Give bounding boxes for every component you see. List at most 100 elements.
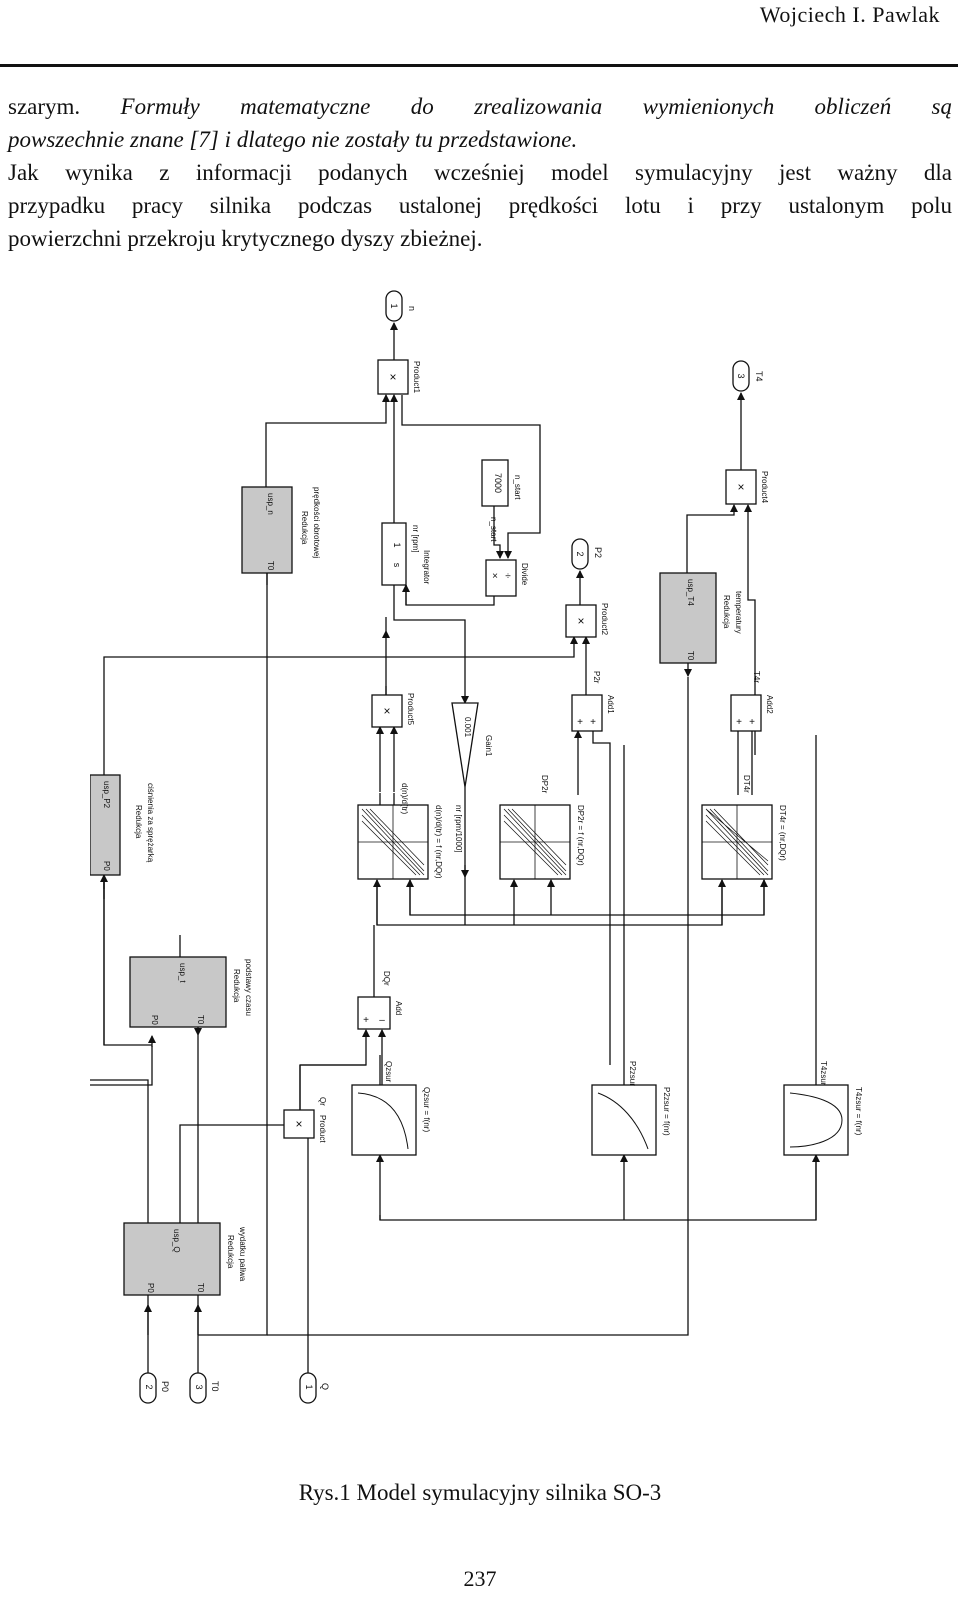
svg-text:wydatku paliwa: wydatku paliwa xyxy=(238,1226,247,1282)
svg-text:T4zsur: T4zsur xyxy=(819,1061,828,1086)
svg-text:usp_T4: usp_T4 xyxy=(686,579,695,606)
svg-text:P0: P0 xyxy=(146,1283,155,1293)
svg-text:T4zsur = f(nr): T4zsur = f(nr) xyxy=(854,1087,863,1136)
svg-text:n: n xyxy=(407,306,417,311)
svg-text:3: 3 xyxy=(194,1384,204,1389)
svg-text:Qr: Qr xyxy=(318,1097,327,1106)
svg-text:+: + xyxy=(577,717,583,728)
lookup-table-dt4r: DT4r DT4r = (nr,DQr) xyxy=(701,775,787,880)
paragraph-2-line-2: przypadku pracy silnika podczas ustalone… xyxy=(8,193,952,218)
svg-text:P0: P0 xyxy=(102,861,111,871)
svg-text:+: + xyxy=(363,1015,369,1026)
svg-text:temperatury: temperatury xyxy=(734,591,743,634)
svg-text:nr [rpm/1000]: nr [rpm/1000] xyxy=(454,805,463,853)
inport-p0: 2 P0 xyxy=(139,1372,170,1404)
divide-block: × ÷ Divide n_start xyxy=(485,517,529,597)
paragraph-1: szarym. Formuły matematyczne do zrealizo… xyxy=(8,90,952,156)
svg-text:Add: Add xyxy=(394,1001,403,1015)
svg-text:P2r: P2r xyxy=(592,671,601,684)
outport-t4: 3 T4 xyxy=(732,360,764,392)
simulink-model-diagram: 1 n 3 T4 2 P2 × Product1 × Product4 × Pr… xyxy=(90,290,863,1404)
paragraph-1-plain-text: szarym. xyxy=(8,94,121,119)
add2-block: + + Add2 T4r xyxy=(730,671,774,732)
svg-text:DP2r = f (nr,DQr): DP2r = f (nr,DQr) xyxy=(576,805,585,866)
lookup-table-dp2r: DP2r DP2r = f (nr,DQr) xyxy=(499,775,585,880)
svg-text:T4r: T4r xyxy=(752,671,761,683)
subsystem-reduction-n: usp_n T0 Redukcja prędkości obrotowej xyxy=(241,486,321,574)
svg-text:d(n)/d(tr) = f (nr,DQr): d(n)/d(tr) = f (nr,DQr) xyxy=(434,805,443,879)
svg-text:Redukcja: Redukcja xyxy=(722,595,731,629)
svg-text:1: 1 xyxy=(304,1384,314,1389)
subsystem-reduction-t: usp_t P0 T0 Redukcja podstawy czasu xyxy=(129,956,253,1028)
svg-text:T0: T0 xyxy=(196,1283,205,1293)
outport-p2: 2 P2 xyxy=(571,538,603,570)
subsystem-reduction-t4: usp_T4 T0 Redukcja temperatury xyxy=(659,572,743,664)
svg-text:DQr: DQr xyxy=(382,971,391,986)
paragraph-2: Jak wynika z informacji podanych wcześni… xyxy=(8,156,952,255)
svg-text:DT4r: DT4r xyxy=(742,775,751,793)
outport-n: 1 n xyxy=(385,290,417,322)
add-block: + – Add DQr xyxy=(357,971,403,1030)
svg-text:Qzsur = f(nr): Qzsur = f(nr) xyxy=(422,1087,431,1132)
paragraph-2-line-3: powierzchni przekroju krytycznego dyszy … xyxy=(8,226,483,251)
gain1-block: 0.001 Gain1 xyxy=(451,702,493,788)
svg-text:3: 3 xyxy=(736,373,746,378)
svg-text:7000: 7000 xyxy=(493,473,503,493)
subsystem-reduction-q: usp_Q P0 T0 Redukcja wydatku paliwa xyxy=(123,1222,247,1296)
svg-text:DP2r: DP2r xyxy=(540,775,549,794)
svg-text:Redukcja: Redukcja xyxy=(300,511,309,545)
add1-block: + + Add1 P2r xyxy=(571,671,615,732)
svg-text:Qzsur: Qzsur xyxy=(384,1061,393,1083)
svg-text:Integrator: Integrator xyxy=(422,550,431,585)
svg-text:T0: T0 xyxy=(686,651,695,661)
svg-text:×: × xyxy=(295,1117,302,1131)
svg-text:ciśnienia za sprężarką: ciśnienia za sprężarką xyxy=(146,783,155,863)
svg-text:×: × xyxy=(577,614,584,628)
product2-block: × Product2 xyxy=(565,603,609,638)
lookup-table-dndt: d(n)/d(tr) d(n)/d(tr) = f (nr,DQr) nr [r… xyxy=(357,783,463,880)
paragraph-1-line-2: powszechnie znane [7] i dlatego nie zost… xyxy=(8,127,578,152)
svg-text:P2: P2 xyxy=(593,547,603,558)
svg-text:×: × xyxy=(389,370,396,384)
svg-text:×: × xyxy=(737,480,744,494)
svg-text:Product: Product xyxy=(318,1115,327,1143)
svg-text:Product4: Product4 xyxy=(760,471,769,504)
svg-text:Product5: Product5 xyxy=(406,693,415,726)
svg-text:T0: T0 xyxy=(210,1381,220,1392)
svg-text:usp_n: usp_n xyxy=(266,493,275,515)
svg-text:Redukcja: Redukcja xyxy=(134,805,143,839)
svg-text:s: s xyxy=(392,563,402,568)
paragraph-1-line-1: szarym. Formuły matematyczne do zrealizo… xyxy=(8,90,952,123)
integrator-block: 1 s nr [rpm] Integrator xyxy=(381,522,431,586)
svg-text:prędkości obrotowej: prędkości obrotowej xyxy=(312,487,321,558)
svg-text:2: 2 xyxy=(575,551,585,556)
running-header-author: Wojciech I. Pawlak xyxy=(759,2,940,27)
svg-text:1: 1 xyxy=(389,303,399,308)
inport-q: 1 Q xyxy=(299,1372,330,1404)
svg-text:d(n)/d(tr): d(n)/d(tr) xyxy=(400,783,409,814)
svg-text:usp_P2: usp_P2 xyxy=(102,781,111,809)
paragraph-1-italic-text: Formuły matematyczne do zrealizowania wy… xyxy=(120,94,953,119)
page-number: 237 xyxy=(463,1566,497,1591)
svg-text:+: + xyxy=(590,717,596,728)
product-block: × Product Qr xyxy=(283,1097,327,1143)
svg-text:P0: P0 xyxy=(160,1381,170,1392)
svg-text:T4: T4 xyxy=(754,371,764,382)
svg-text:+: + xyxy=(749,717,755,728)
svg-text:nr [rpm]: nr [rpm] xyxy=(411,525,420,553)
svg-text:Divide: Divide xyxy=(520,563,529,586)
svg-text:podstawy czasu: podstawy czasu xyxy=(244,959,253,1016)
function-t4zsur: T4zsur T4zsur = f(nr) xyxy=(783,1061,863,1156)
svg-text:n_start: n_start xyxy=(513,475,522,500)
svg-text:T0: T0 xyxy=(266,561,275,571)
svg-text:Product1: Product1 xyxy=(412,361,421,394)
function-qzsur: Qzsur Qzsur = f(nr) xyxy=(351,1061,431,1156)
inport-t0: 3 T0 xyxy=(189,1372,220,1404)
svg-text:P0: P0 xyxy=(150,1015,159,1025)
svg-text:Q: Q xyxy=(320,1383,330,1390)
svg-text:–: – xyxy=(379,1015,385,1026)
svg-text:n_start: n_start xyxy=(489,517,498,542)
figure-caption: Rys.1 Model symulacyjny silnika SO-3 xyxy=(298,1480,662,1505)
svg-text:0.001: 0.001 xyxy=(463,717,472,738)
product5-block: × Product5 xyxy=(371,693,415,728)
